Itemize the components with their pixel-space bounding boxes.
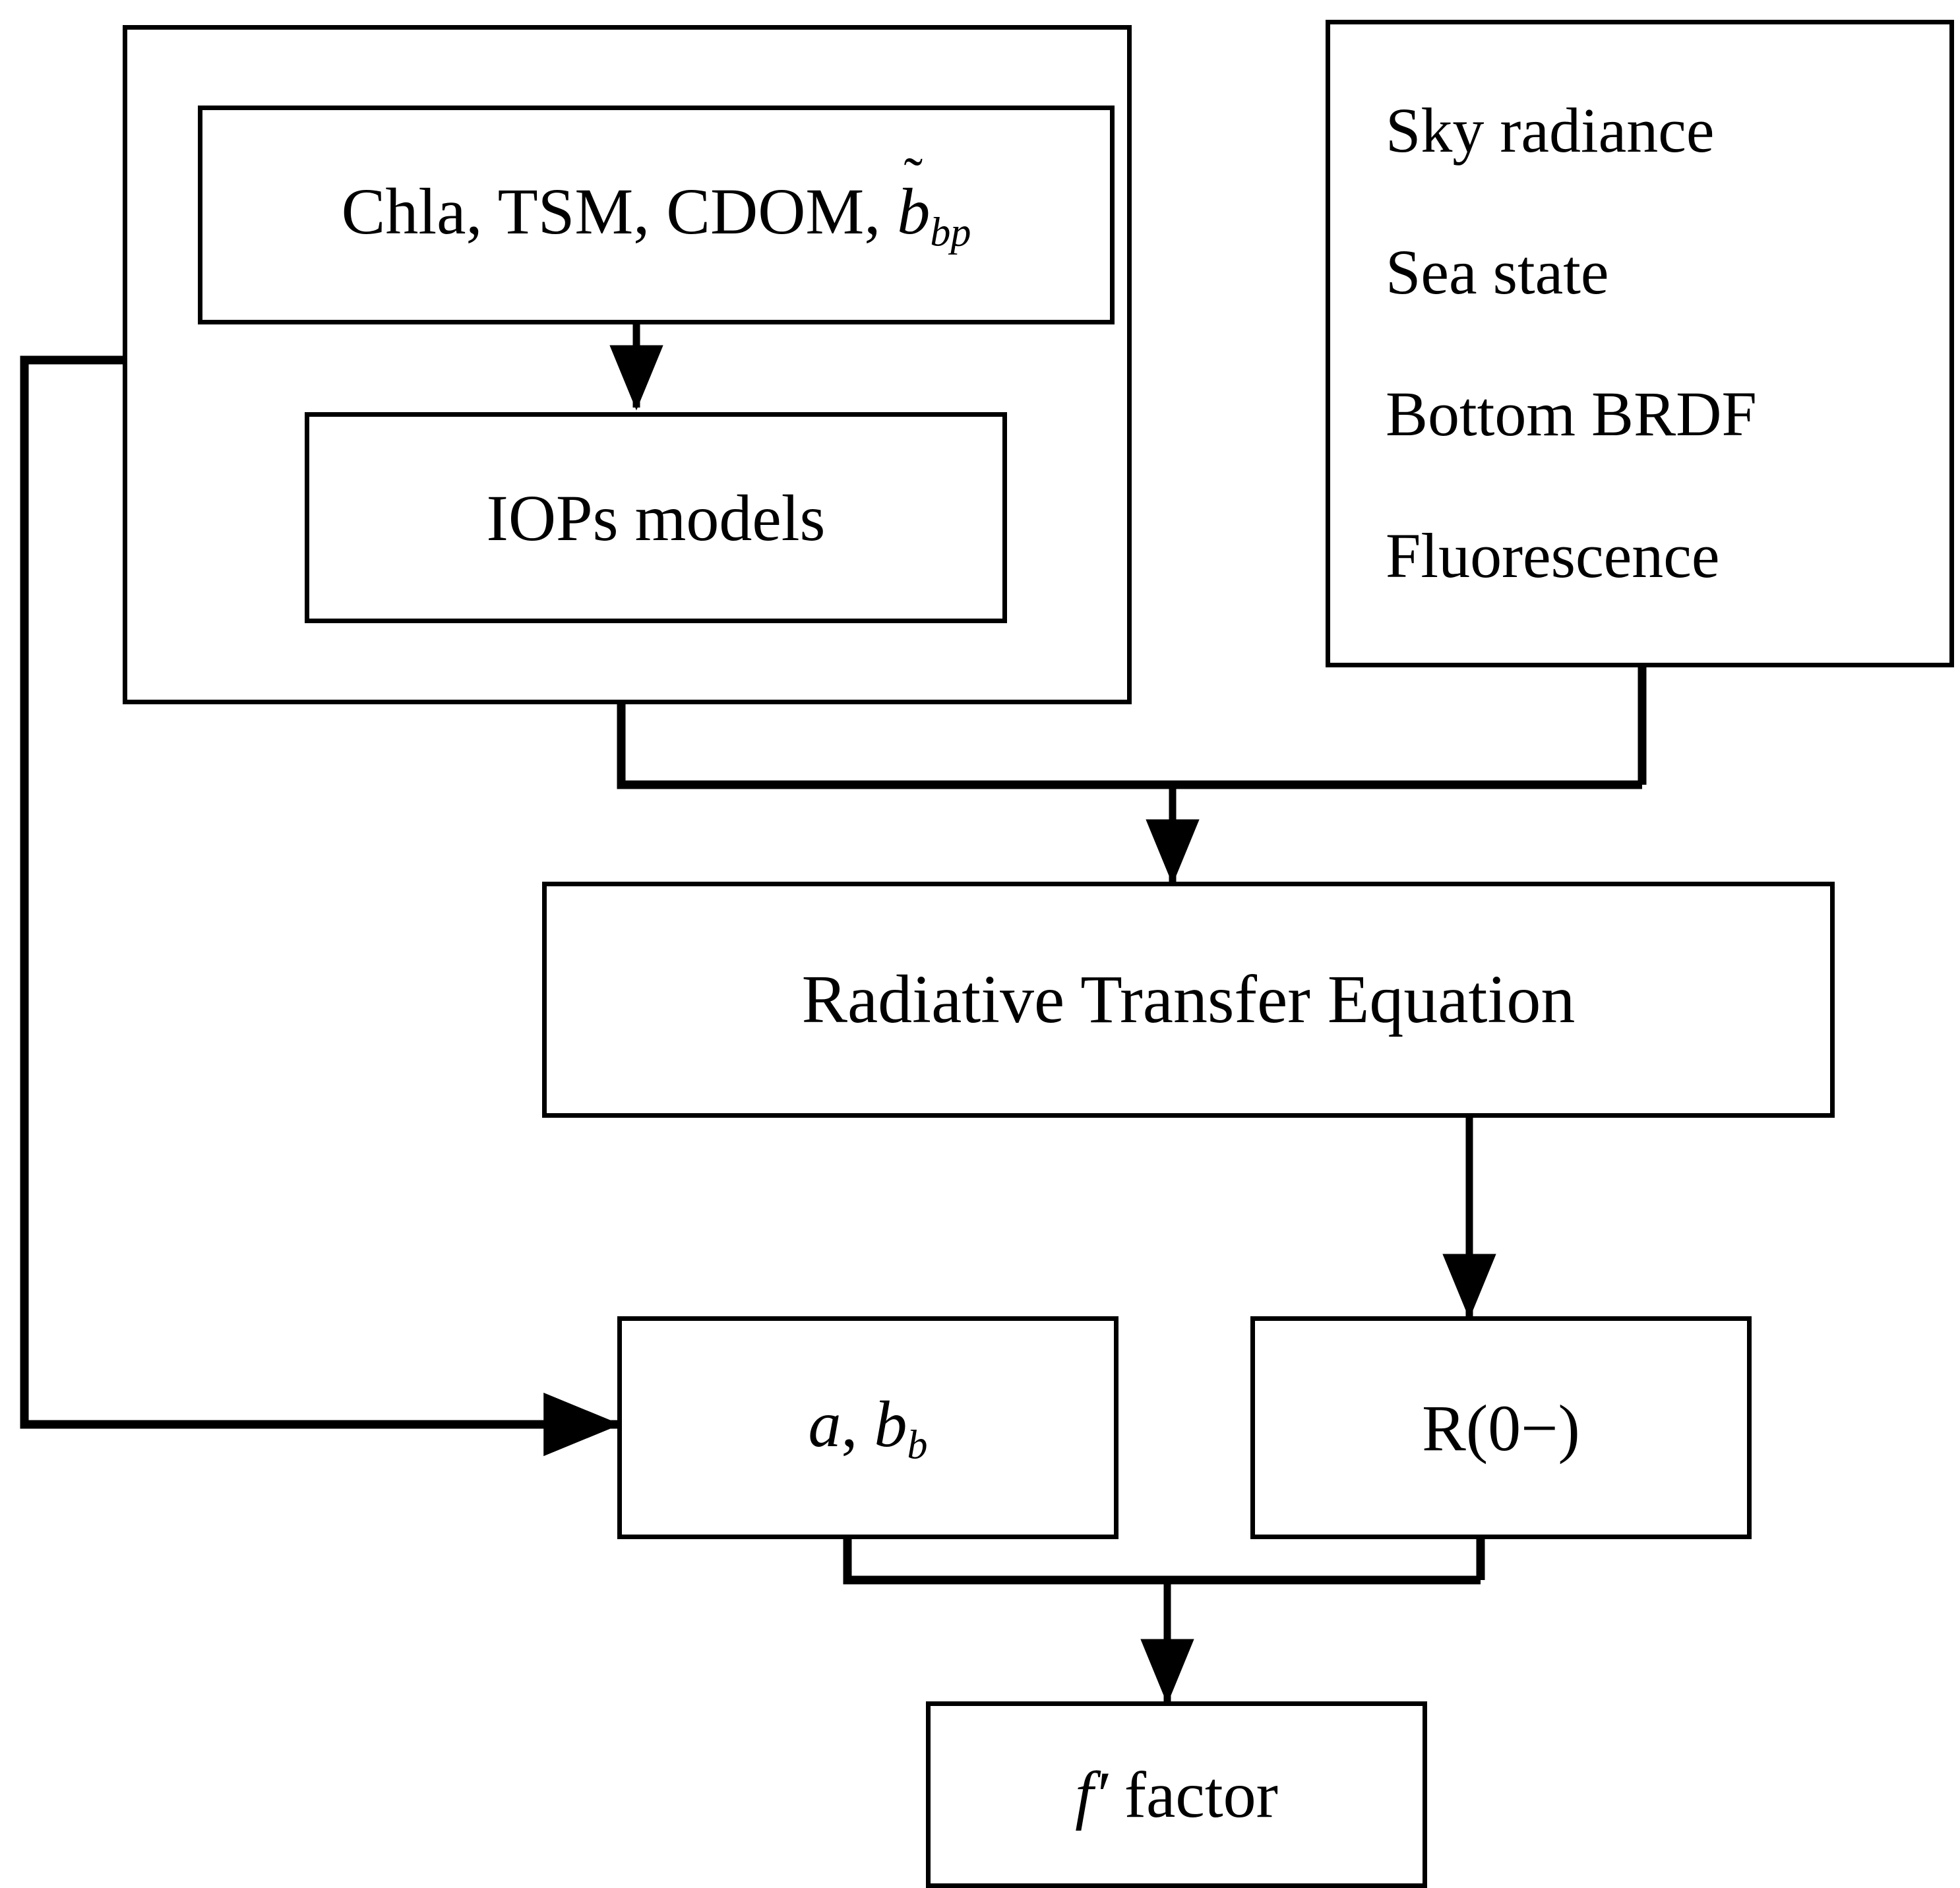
boundary-item-sky-radiance: Sky radiance [1386, 95, 1715, 166]
constituents-label: Chla, TSM, CDOM, ˜bbp [341, 146, 971, 255]
bbp-subscript: bp [930, 210, 971, 255]
iops-output-box[interactable]: a, bb [617, 1316, 1118, 1539]
b-symbol: b [874, 1387, 907, 1461]
b-subscript: b [907, 1422, 928, 1468]
reflectance-label: R(0−) [1422, 1391, 1580, 1465]
f-factor-box[interactable]: f′ factor [926, 1701, 1427, 1888]
boundary-item-fluorescence: Fluorescence [1386, 520, 1720, 592]
separator: , [841, 1387, 874, 1461]
iops-output-label: a, bb [809, 1386, 928, 1469]
edge-inputs-to-rte [617, 704, 1642, 789]
bbp-base: b [897, 175, 931, 249]
constituents-box[interactable]: Chla, TSM, CDOM, ˜bbp [198, 106, 1115, 324]
iops-models-label: IOPs models [486, 481, 826, 555]
tilde-accent: ˜ [903, 146, 923, 210]
radiative-transfer-equation-box[interactable]: Radiative Transfer Equation [542, 882, 1835, 1118]
f-factor-label: f′ factor [1075, 1757, 1278, 1833]
boundary-item-bottom-brdf: Bottom BRDF [1386, 379, 1757, 450]
rte-label: Radiative Transfer Equation [801, 961, 1576, 1038]
inputs-group-container [123, 25, 1132, 704]
a-symbol: a [808, 1387, 842, 1461]
boundary-conditions-box[interactable]: Sky radiance Sea state Bottom BRDF Fluor… [1326, 20, 1954, 667]
edge-iops-out-to-merge [843, 1539, 1481, 1585]
factor-word: factor [1107, 1758, 1278, 1831]
f-prime-symbol: f′ [1075, 1758, 1108, 1831]
reflectance-box[interactable]: R(0−) [1250, 1316, 1752, 1539]
boundary-item-sea-state: Sea state [1386, 237, 1609, 308]
iops-models-box[interactable]: IOPs models [305, 412, 1007, 623]
